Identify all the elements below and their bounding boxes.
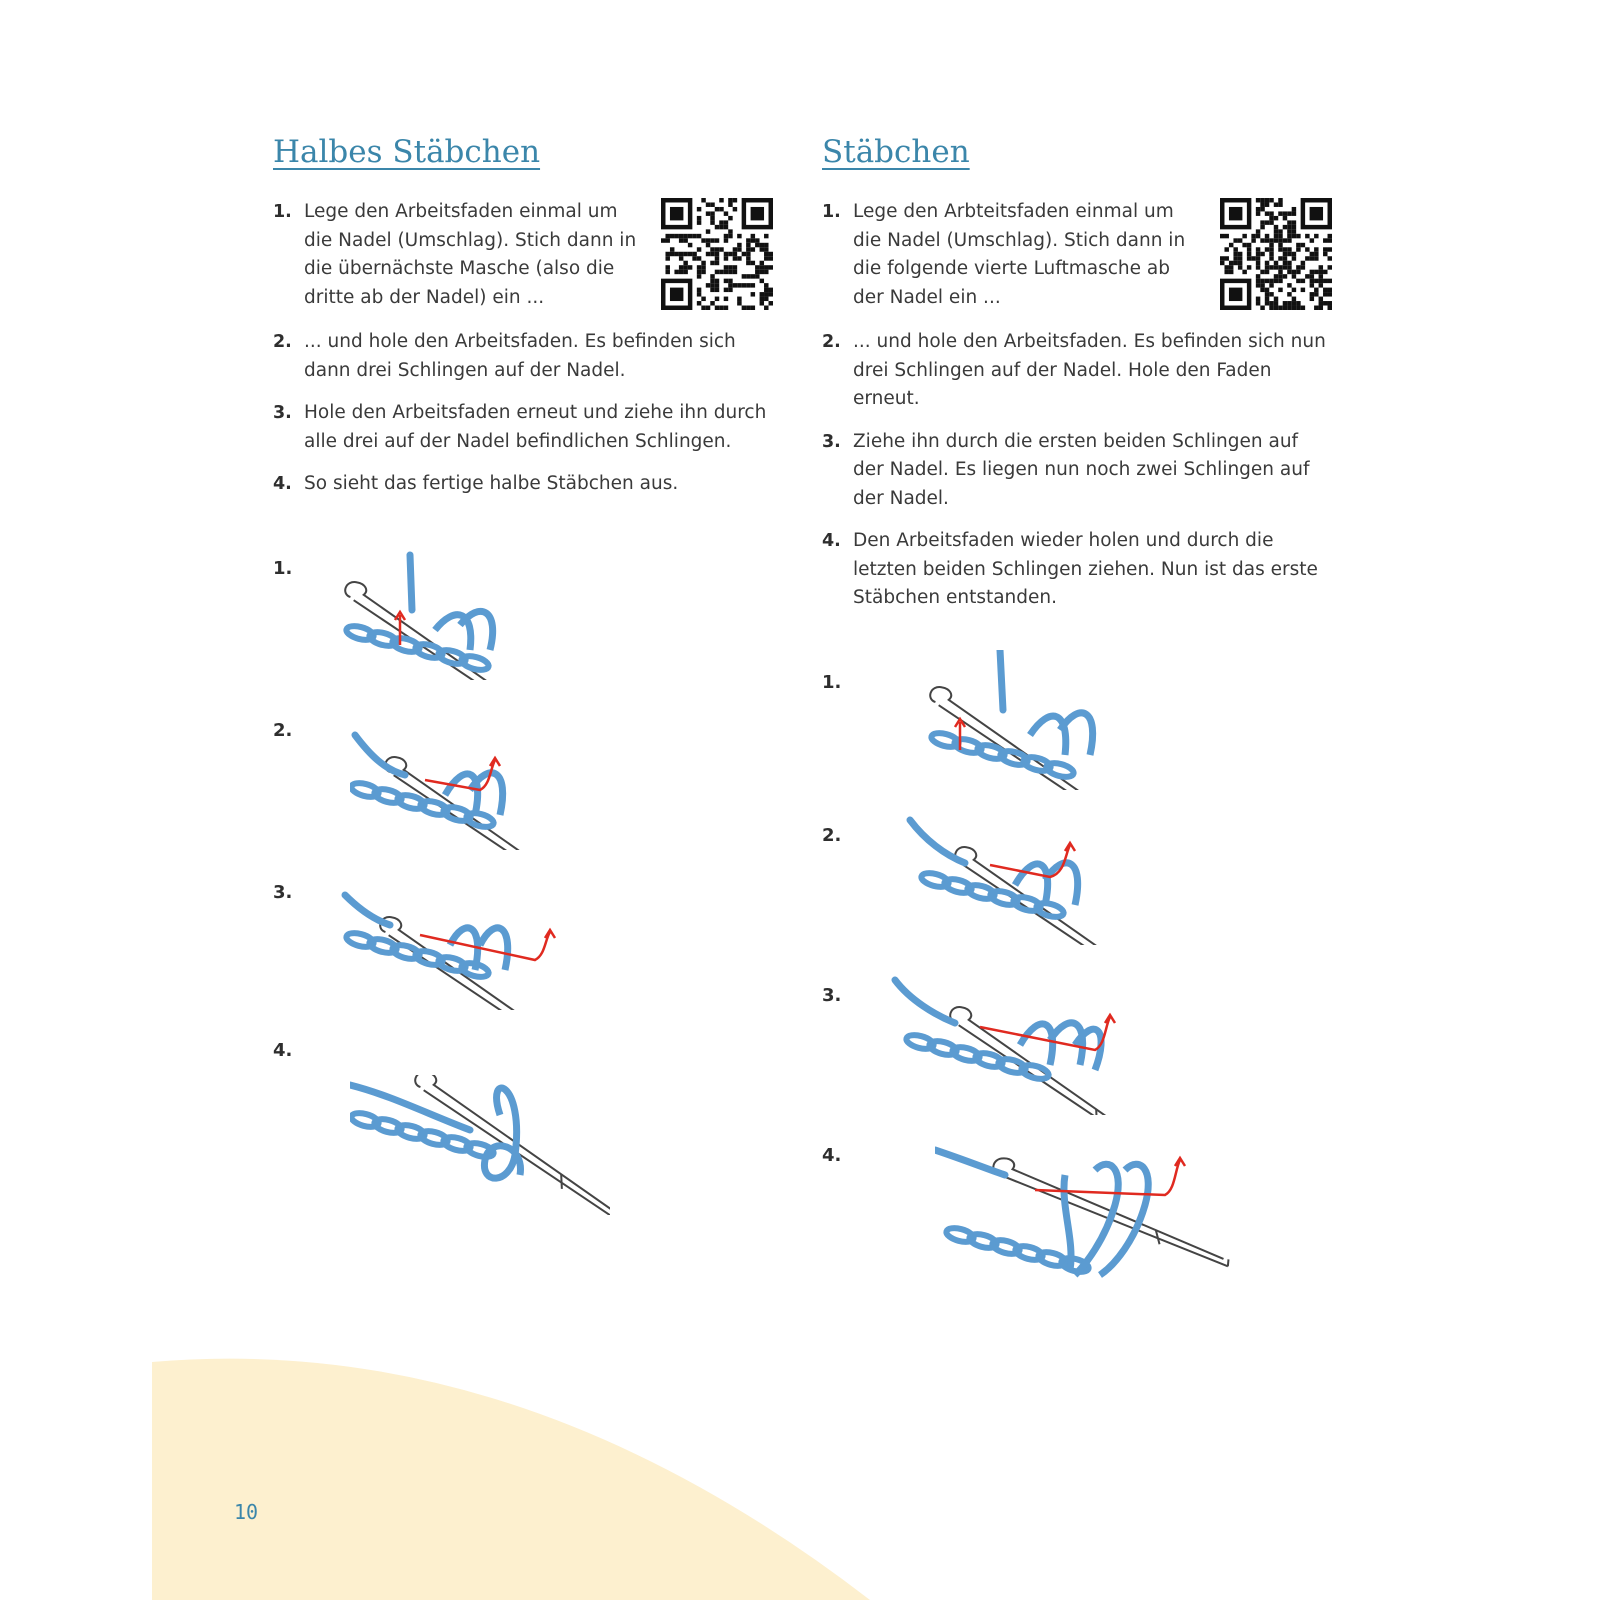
step-text: Hole den Arbeitsfaden erneut und ziehe i…: [304, 402, 767, 452]
section-title-left: Halbes Stäbchen: [273, 134, 541, 170]
crochet-illustration: [340, 551, 581, 680]
qr-code-icon[interactable]: [661, 198, 773, 310]
steps-list-left: 1. Lege den Arbeitsfaden einmal um die N…: [273, 198, 773, 499]
page-number: 10: [234, 1500, 259, 1524]
step-1-right: 1. Lege den Arbteitsfaden einmal um die …: [822, 198, 1332, 314]
step-2-right: 2. ... und hole den Arbeitsfaden. Es bef…: [822, 328, 1332, 414]
step-number: 1.: [822, 202, 841, 222]
crochet-illustration: [906, 816, 1191, 945]
crochet-illustration: [925, 650, 1166, 790]
step-number: 2.: [822, 332, 841, 352]
step-3-right: 3. Ziehe ihn durch die ersten beiden Sch…: [822, 428, 1332, 514]
step-text: Den Arbeitsfaden wieder holen und durch …: [853, 530, 1318, 608]
step-text: ... und hole den Arbeitsfaden. Es befind…: [853, 331, 1326, 409]
section-title-right: Stäbchen: [822, 134, 970, 170]
step-4-left: 4. So sieht das fertige halbe Stäbchen a…: [273, 470, 773, 499]
illustration-number: 3.: [273, 882, 293, 903]
step-1-left: 1. Lege den Arbeitsfaden einmal um die N…: [273, 198, 773, 314]
step-number: 3.: [822, 431, 841, 452]
crochet-illustration: [350, 1075, 610, 1215]
step-text: ... und hole den Arbeitsfaden. Es befind…: [304, 331, 736, 381]
illustration-number: 1.: [822, 672, 842, 693]
step-number: 4.: [822, 531, 841, 551]
step-number: 3.: [273, 403, 292, 423]
illustration-number: 2.: [273, 720, 293, 741]
step-number: 2.: [273, 332, 292, 352]
step-text: Lege den Arbteitsfaden einmal um die Nad…: [853, 201, 1186, 308]
step-2-left: 2. ... und hole den Arbeitsfaden. Es bef…: [273, 328, 773, 385]
step-4-right: 4. Den Arbeitsfaden wieder holen und dur…: [822, 527, 1332, 613]
section-staebchen: Stäbchen 1. Lege den Arbteitsfaden einma…: [822, 128, 1332, 627]
crochet-illustration: [935, 1146, 1235, 1278]
section-halbes-staebchen: Halbes Stäbchen 1. Lege den Arbeitsfaden…: [273, 128, 773, 513]
step-number: 4.: [273, 474, 292, 494]
qr-code-icon[interactable]: [1220, 198, 1332, 310]
crochet-illustration: [891, 976, 1186, 1115]
crochet-illustration: [350, 731, 621, 850]
illustration-number: 3.: [822, 985, 842, 1006]
step-3-left: 3. Hole den Arbeitsfaden erneut und zieh…: [273, 399, 773, 456]
step-text: Lege den Arbeitsfaden einmal um die Nade…: [304, 201, 637, 308]
steps-list-right: 1. Lege den Arbteitsfaden einmal um die …: [822, 198, 1332, 613]
crochet-illustration: [341, 891, 616, 1010]
illustration-number: 4.: [273, 1040, 293, 1061]
step-text: So sieht das fertige halbe Stäbchen aus.: [304, 473, 679, 494]
step-number: 1.: [273, 202, 292, 222]
illustration-number: 4.: [822, 1145, 842, 1166]
illustration-number: 2.: [822, 825, 842, 846]
illustration-number: 1.: [273, 558, 293, 579]
step-text: Ziehe ihn durch die ersten beiden Schlin…: [853, 430, 1310, 509]
